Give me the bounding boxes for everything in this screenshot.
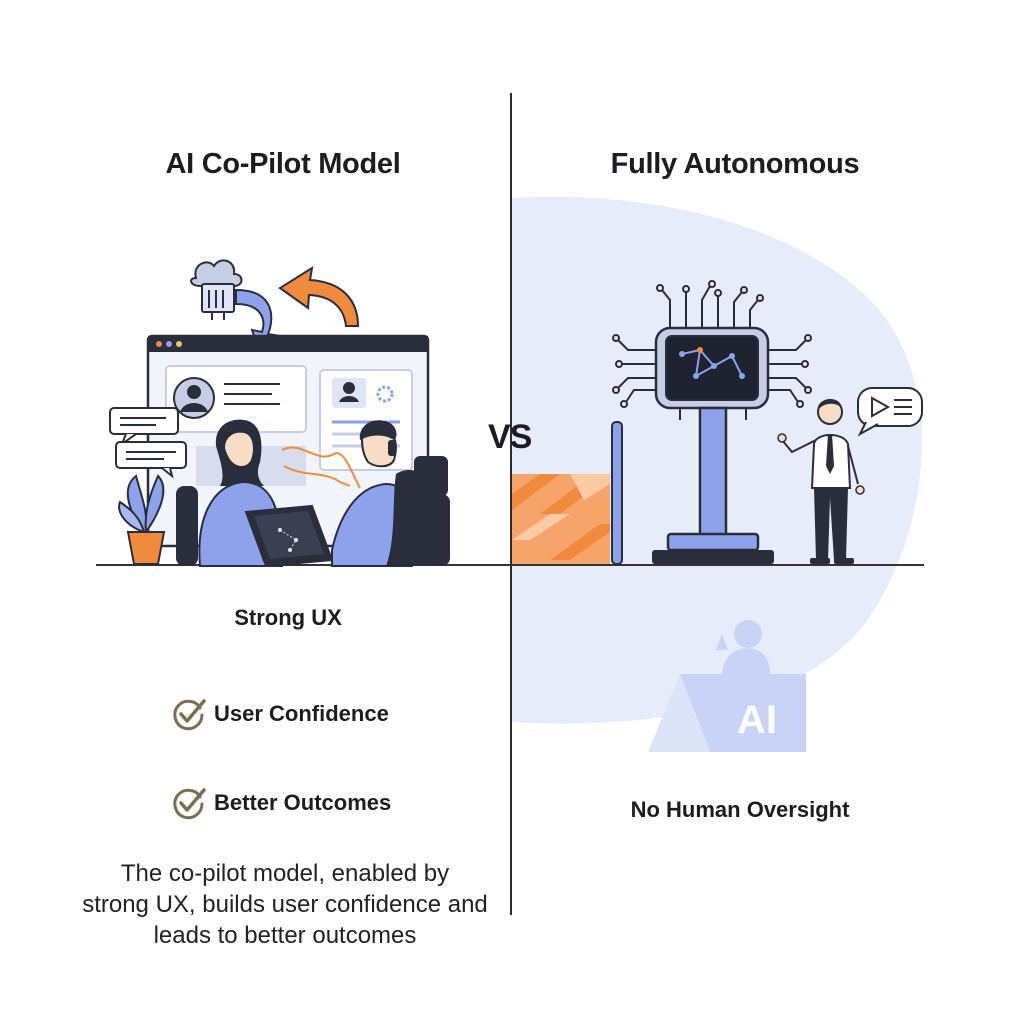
strong-ux-label: Strong UX: [234, 605, 342, 630]
copilot-illustration: [109, 259, 450, 568]
copilot-title: AI Co-Pilot Model: [165, 148, 401, 180]
plant-icon: [118, 474, 166, 565]
autonomous-title: Fully Autonomous: [610, 148, 860, 180]
sync-arrow-orange-icon: [278, 265, 360, 327]
ai-podium-icon: [648, 620, 806, 752]
benefit-user-confidence: User Confidence: [172, 697, 389, 731]
chat-bubble-icon: [109, 407, 179, 447]
description-line: The co-pilot model, enabled by: [120, 860, 450, 887]
check-circle-icon: [173, 699, 206, 731]
orange-pattern-wall: [512, 421, 623, 565]
autonomous-illustration: [512, 280, 923, 565]
description-line: leads to better outcomes: [153, 922, 417, 949]
cloud-server-icon: [190, 259, 243, 320]
ai-robot-screen: [654, 326, 770, 410]
play-icon: [871, 396, 891, 418]
gear-icon: [376, 385, 394, 403]
benefit-label: User Confidence: [214, 701, 389, 726]
benefit-better-outcomes: Better Outcomes: [172, 786, 391, 820]
speech-bubble-icon: [857, 387, 923, 437]
circuit-wires: [612, 280, 812, 420]
benefit-label: Better Outcomes: [214, 790, 392, 815]
tablet-device: [244, 504, 334, 568]
center-divider: [510, 93, 512, 915]
ai-robot-pole: [698, 406, 728, 538]
copilot-description: The co-pilot model, enabled by strong UX…: [70, 858, 500, 951]
no-oversight-label: No Human Oversight: [630, 797, 850, 822]
user-avatar-icon: [343, 382, 355, 394]
ai-badge-text: AI: [737, 698, 777, 742]
check-circle-icon: [173, 788, 206, 820]
chat-bubble-icon: [115, 441, 187, 479]
vs-label: VS: [488, 418, 532, 456]
description-line: strong UX, builds user confidence and: [82, 891, 488, 918]
ground-line: [96, 564, 924, 566]
man-user-figure: [331, 420, 450, 567]
presenter-figure: [777, 399, 865, 564]
headphones-icon: [388, 440, 396, 456]
